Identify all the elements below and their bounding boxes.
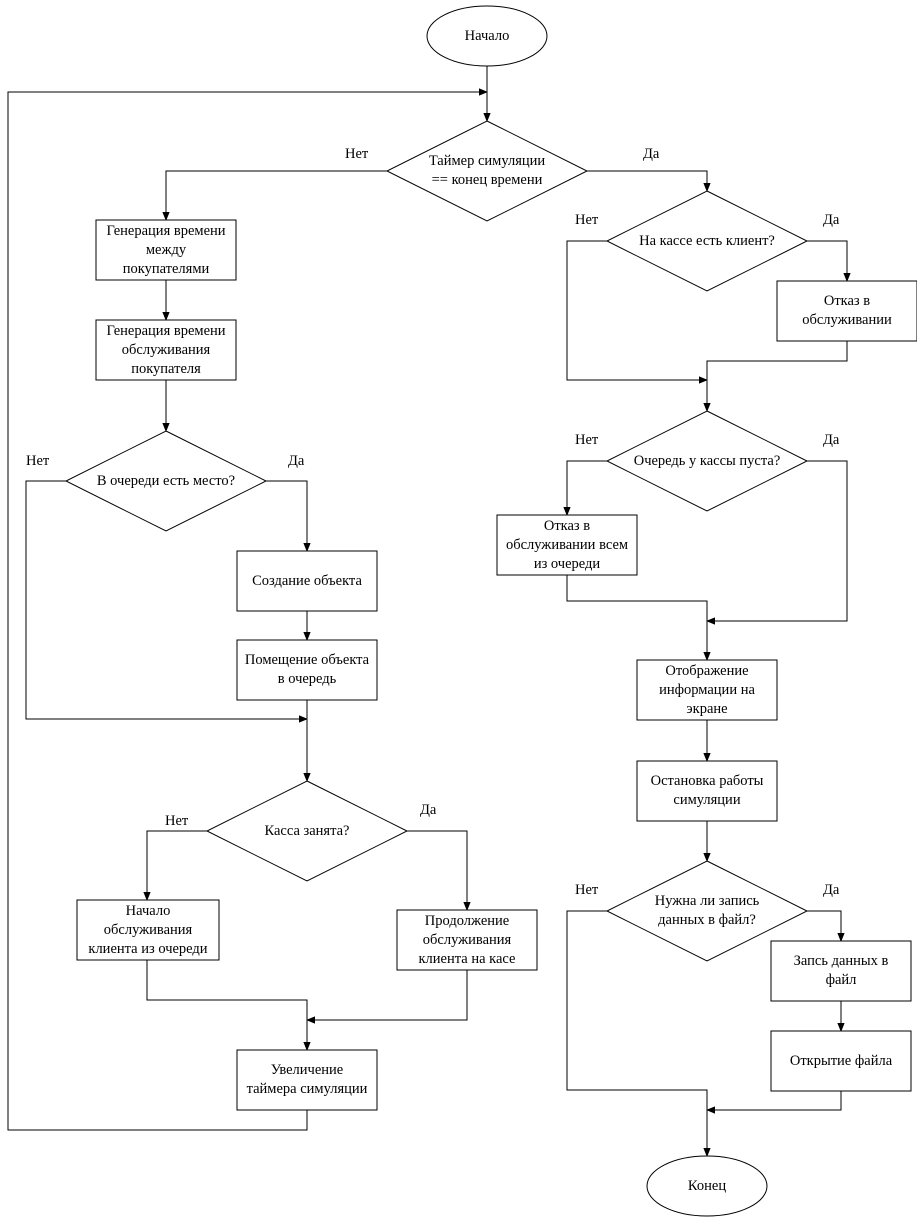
gen-service-label: Генерация времени обслуживания покупател… <box>106 322 226 377</box>
client-yes-label: Да <box>823 212 840 228</box>
cashier-busy-label: Касса занята? <box>264 822 350 839</box>
cashier-busy-decision <box>205 780 409 882</box>
queue-space-decision <box>64 430 268 532</box>
queue-empty-no-label: Нет <box>575 432 599 448</box>
queue-space-yes-label: Да <box>288 453 305 469</box>
create-object-label: Создание объекта <box>252 572 362 589</box>
edge-busy-no <box>147 830 207 900</box>
start-service-label: Начало обслуживания клиента из очереди <box>88 902 208 957</box>
queue-empty-label: Очередь у кассы пуста? <box>633 452 781 469</box>
busy-no-label: Нет <box>165 813 189 829</box>
stop-sim-label: Остановка работы симуляции <box>650 773 764 808</box>
gen-between-label: Генерация времени между покупателями <box>106 222 226 277</box>
stop-sim-process <box>636 760 778 822</box>
edge-queue-empty-yes <box>707 460 848 621</box>
client-at-cashier-decision <box>605 190 809 292</box>
edge-queue-empty-no <box>567 460 607 515</box>
increase-timer-label: Увеличение таймера симуляции <box>246 1062 368 1097</box>
edge-queue-space-yes <box>266 480 307 551</box>
refuse-all-label: Отказ в обслуживании всем из очереди <box>505 517 629 572</box>
edge-queue-space-no <box>25 480 307 719</box>
show-info-label: Отображение информации на экране <box>659 662 755 717</box>
edge-timer-yes <box>587 170 707 191</box>
queue-space-no-label: Нет <box>26 453 50 469</box>
edge-loop-back <box>7 92 487 1131</box>
client-no-label: Нет <box>575 212 599 228</box>
continue-service-label: Продолжение обслуживания клиента на касе <box>418 912 516 967</box>
timer-no-label: Нет <box>345 146 369 162</box>
write-data-label: Запсь данных в файл <box>793 953 889 988</box>
create-object-process <box>236 550 378 612</box>
refuse-all-process <box>496 514 638 576</box>
edge-write-yes <box>807 910 841 941</box>
edge-client-yes <box>807 240 847 281</box>
edge-continue-service-to-merge <box>307 970 468 1020</box>
edge-refuse-all-to-show <box>566 575 707 660</box>
queue-empty-yes-label: Да <box>823 432 840 448</box>
timer-check-label: Таймер симуляции == конец времени <box>428 153 546 188</box>
client-at-cashier-label: На кассе есть клиент? <box>639 232 775 249</box>
write-no-label: Нет <box>575 882 599 898</box>
put-in-queue-label: Помещение объекта в очередь <box>244 652 370 687</box>
edge-busy-yes <box>407 830 467 910</box>
edge-timer-no <box>166 170 387 220</box>
queue-space-label: В очереди есть место? <box>96 472 236 489</box>
edge-client-no <box>566 240 707 380</box>
start-label: Начало <box>464 27 510 44</box>
show-info-process <box>636 659 778 721</box>
queue-empty-decision <box>605 410 809 512</box>
timer-check-decision <box>385 120 589 222</box>
write-yes-label: Да <box>823 882 840 898</box>
busy-yes-label: Да <box>420 802 437 818</box>
put-in-queue-process <box>236 639 378 701</box>
start-service-process <box>76 899 220 961</box>
timer-yes-label: Да <box>643 146 660 162</box>
edge-open-to-merge <box>707 1091 842 1110</box>
open-file-label: Открытие файла <box>789 1052 893 1069</box>
edge-refuse-to-merge <box>707 341 848 411</box>
gen-between-process <box>95 219 237 281</box>
edge-start-service-to-merge <box>146 960 307 1050</box>
need-write-label: Нужна ли запись данных в файл? <box>654 893 760 928</box>
refuse-service-label: Отказ в обслуживании <box>802 293 892 328</box>
need-write-decision <box>605 860 809 962</box>
end-label: Конец <box>687 1177 727 1194</box>
